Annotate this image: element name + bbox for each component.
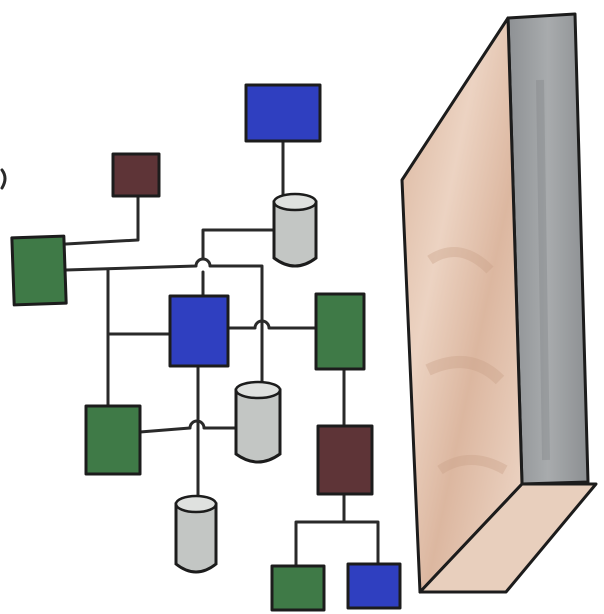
database-icon-center [234, 380, 282, 464]
firewall-wall-texture [425, 79, 550, 475]
blue-server-node-top [244, 83, 322, 143]
maroon-server-node-lower-right [316, 424, 374, 496]
maroon-server-node-top [111, 152, 161, 198]
firewall-wall-bottom [418, 482, 598, 594]
database-icon-top [272, 192, 318, 268]
link-maroon-bottom-pair [294, 492, 380, 570]
link-db-top-branch [201, 228, 277, 260]
connection-lines [64, 138, 380, 570]
database-icon-bottom [174, 494, 218, 574]
green-workstation-node-right [314, 292, 366, 371]
green-workstation-node-lower-left [84, 404, 142, 476]
link-green-lower-left-db-center [138, 419, 238, 434]
green-workstation-node-bottom [270, 564, 326, 612]
firewall-wall [400, 12, 598, 594]
database-cylinders [174, 192, 318, 574]
link-maroon-top-green-left [64, 193, 140, 246]
network-nodes [10, 83, 402, 612]
blue-server-node-bottom [346, 562, 402, 610]
link-blue-center-green-right [226, 319, 320, 330]
green-workstation-node-left [10, 234, 68, 307]
edge-mark [0, 168, 7, 190]
blue-server-node-center [168, 294, 230, 368]
link-green-left-bus [64, 257, 264, 386]
